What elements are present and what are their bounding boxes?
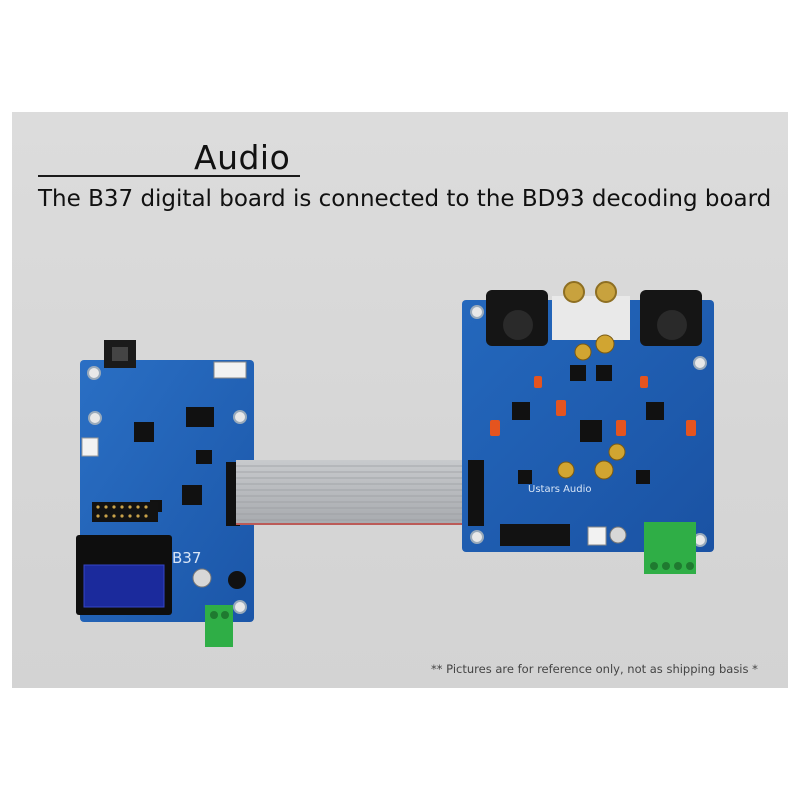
page-title: Audio — [194, 138, 291, 177]
title-underline — [38, 175, 300, 177]
reference-disclaimer: ** Pictures are for reference only, not … — [431, 662, 758, 676]
page-subtitle: The B37 digital board is connected to th… — [38, 186, 772, 212]
svg-text:Ustars Audio: Ustars Audio — [528, 484, 592, 495]
b37-digital-board: B37 — [76, 340, 254, 647]
svg-text:B37: B37 — [172, 549, 201, 567]
bd93-decoding-board: Ustars Audio — [462, 281, 714, 574]
ribbon-cable — [236, 460, 480, 525]
